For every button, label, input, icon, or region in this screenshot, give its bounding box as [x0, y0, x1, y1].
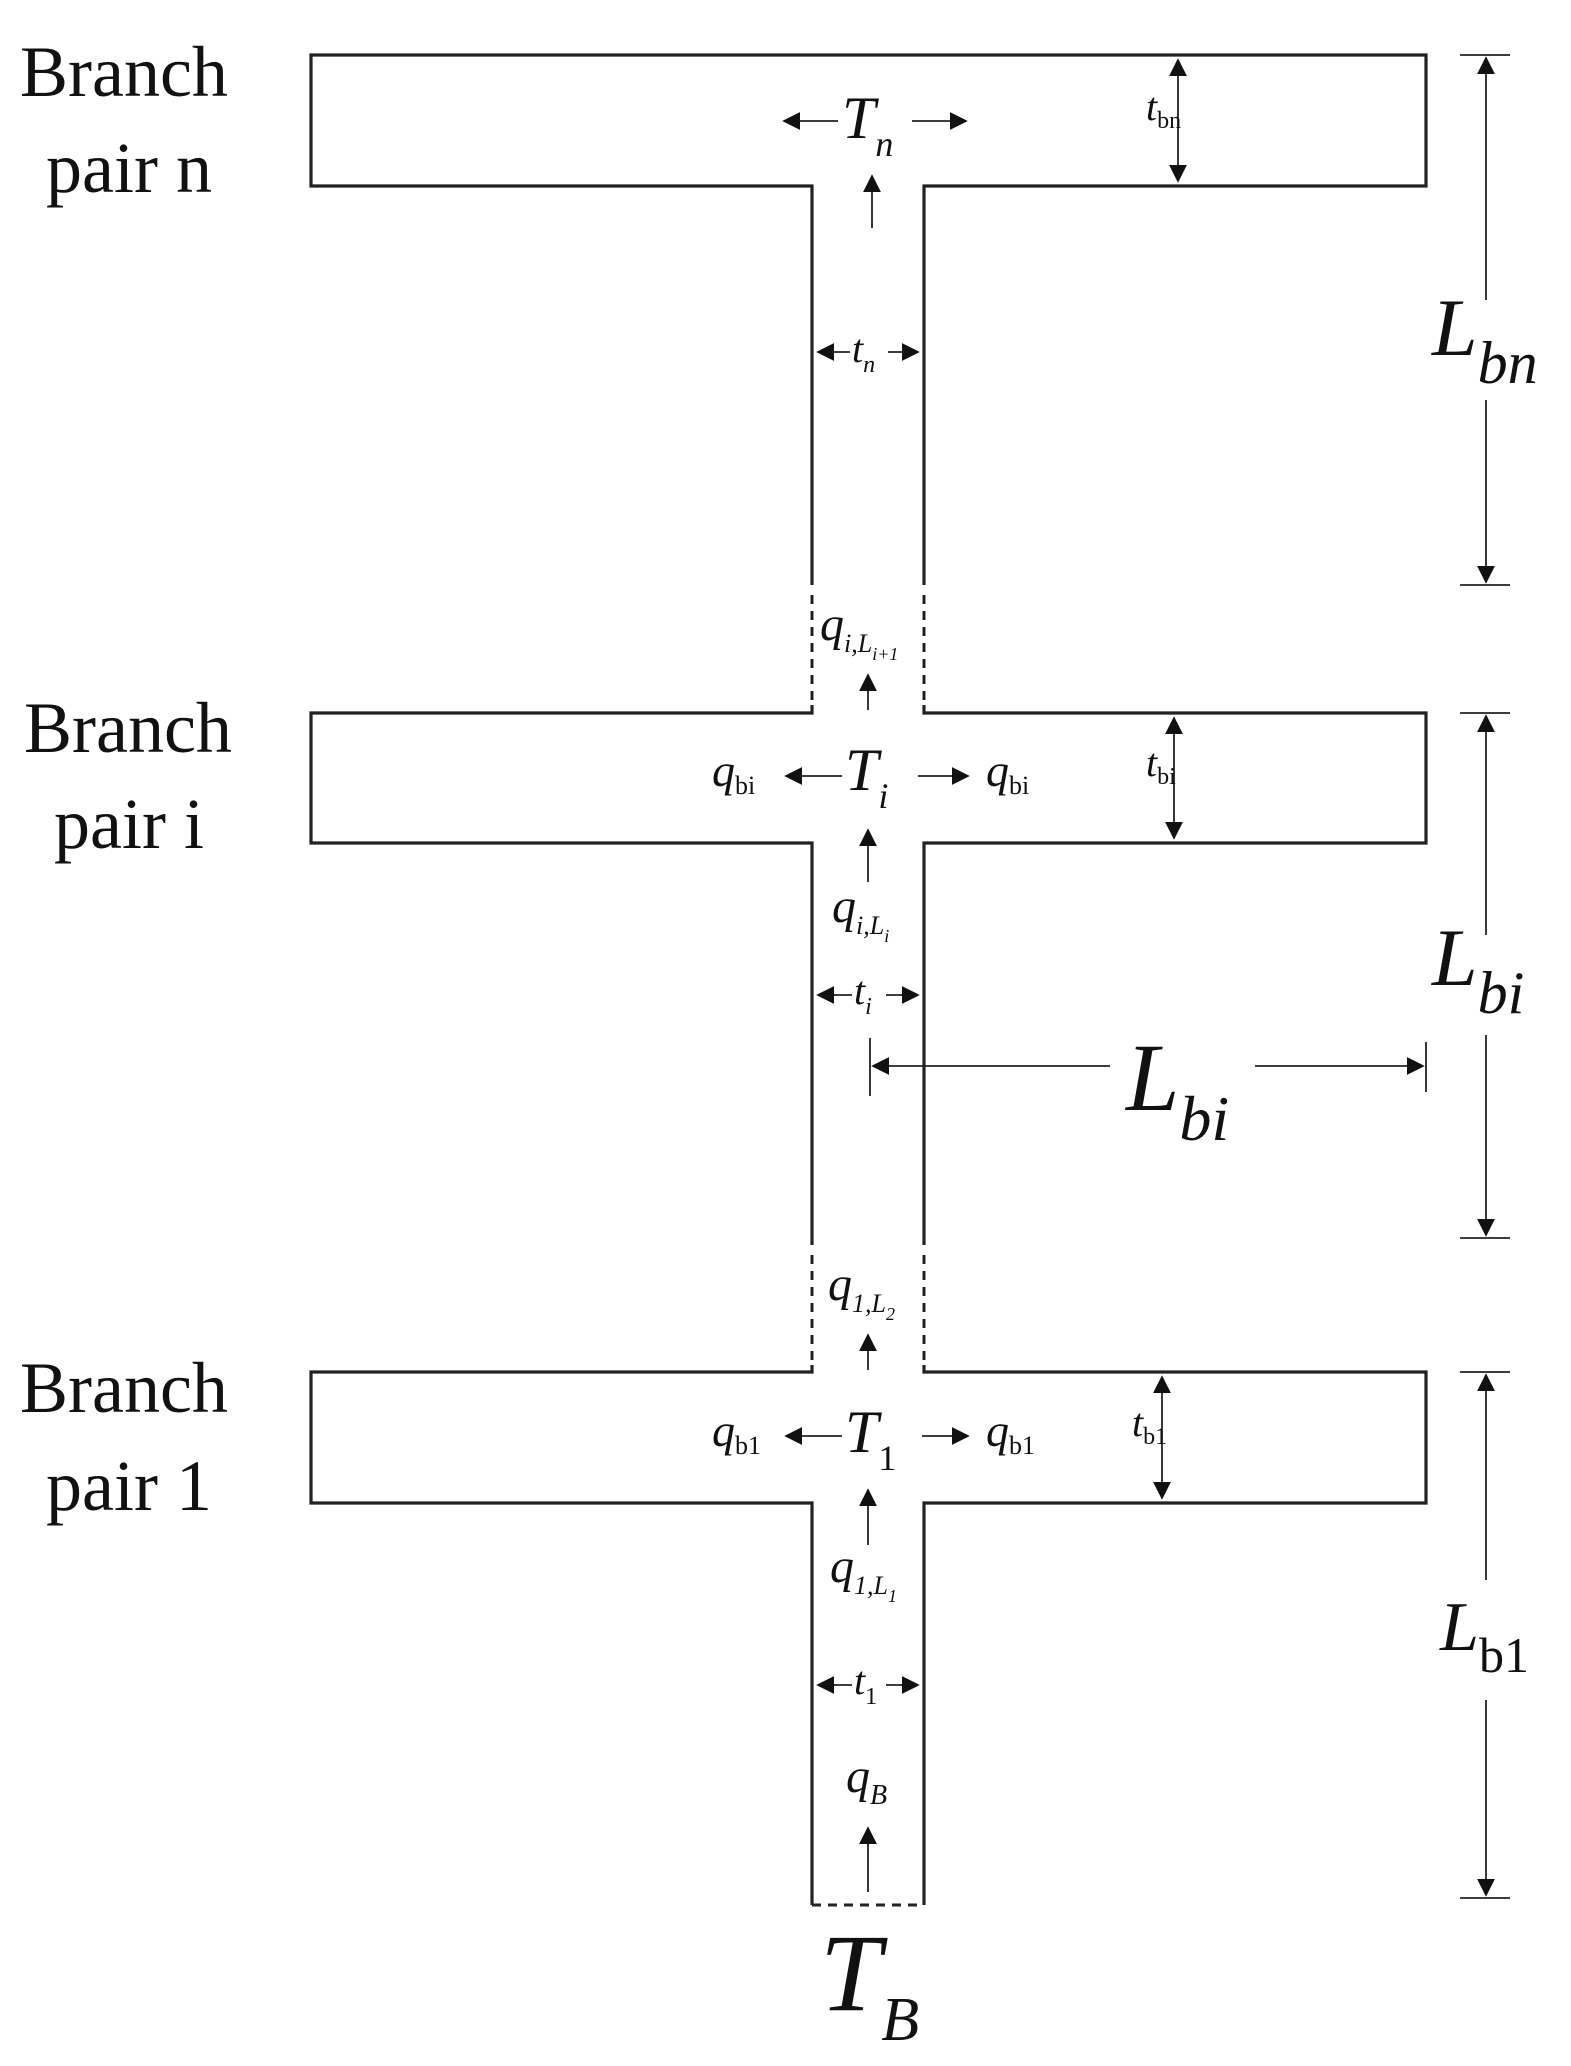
- label-q-in-1: q1,L1: [830, 1540, 897, 1606]
- label-q-b-i-left: qbi: [712, 745, 755, 800]
- branch-pair-i: qi,Li+1 Ti qbi qbi qi,Li tbi ti: [24, 598, 1524, 1245]
- label-q-b-1-left: qb1: [712, 1405, 761, 1460]
- label-q-out-1: q1,L2: [828, 1258, 895, 1324]
- label-t-i: ti: [854, 968, 872, 1020]
- node-T-1: T1: [845, 1399, 896, 1478]
- branch-1-label-line1: Branch: [20, 1348, 228, 1428]
- label-L-b1: Lb1: [1439, 1589, 1529, 1683]
- label-L-bi-vertical: Lbi: [1431, 912, 1524, 1026]
- branch-1-label-line2: pair 1: [46, 1446, 212, 1526]
- label-t-bi: tbi: [1146, 740, 1176, 790]
- label-q-in-i: qi,Li: [832, 880, 889, 946]
- branch-n-label-line2: pair n: [46, 128, 212, 208]
- node-T-n: Tn: [842, 85, 893, 164]
- branch-pair-n: Tn tbn tn Lbn Branch pair n: [20, 32, 1538, 586]
- base: qB TB: [812, 1750, 924, 2054]
- label-q-b-i-right: qbi: [986, 745, 1029, 800]
- label-L-bn: Lbn: [1431, 282, 1538, 396]
- label-q-b-1-right: qb1: [986, 1405, 1035, 1460]
- label-q-B: qB: [846, 1750, 887, 1811]
- branch-i-label-line2: pair i: [54, 784, 204, 864]
- branch-i-outline: [309, 705, 1428, 1245]
- branch-pair-1: q1,L2 T1 qb1 qb1 q1,L1 tb1 t1: [20, 1258, 1529, 1905]
- label-t-bn: tbn: [1146, 84, 1181, 134]
- branch-1-outline: [309, 1365, 1428, 1905]
- label-t-n: tn: [852, 326, 875, 378]
- branch-n-outline: [309, 53, 1428, 585]
- label-q-out-i: qi,Li+1: [820, 598, 898, 664]
- branch-i-label-line1: Branch: [24, 688, 232, 768]
- branch-n-label-line1: Branch: [20, 32, 228, 112]
- label-t-b1: tb1: [1132, 1400, 1167, 1450]
- label-T-B: TB: [820, 1912, 919, 2054]
- label-t-1: t1: [854, 1658, 877, 1710]
- label-L-bi-horizontal: Lbi: [1124, 1024, 1229, 1154]
- node-T-i: Ti: [845, 737, 888, 816]
